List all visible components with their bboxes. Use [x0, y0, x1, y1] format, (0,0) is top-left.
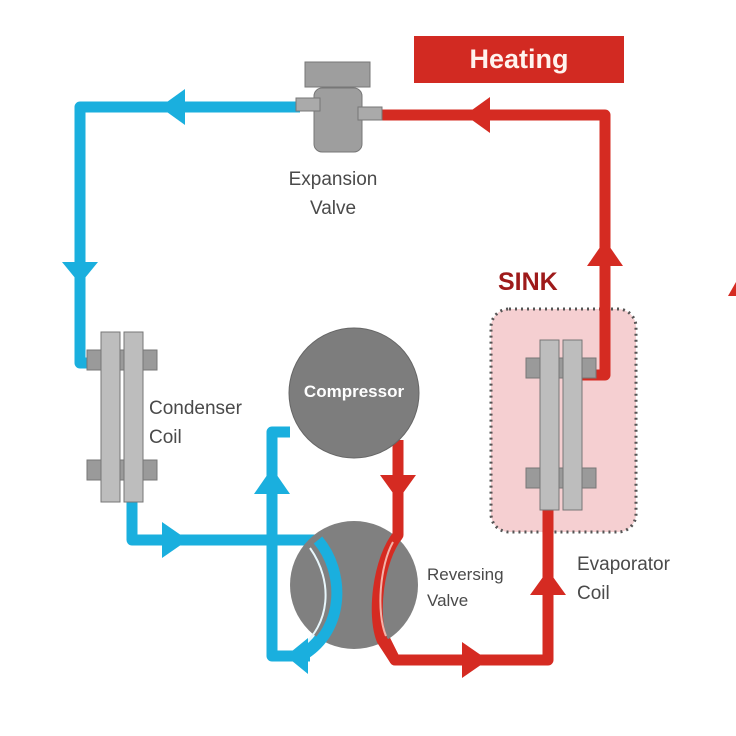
- flow-arrows: [62, 89, 736, 678]
- sink-label: SINK: [498, 268, 558, 296]
- arrow-right-icon: [462, 642, 488, 678]
- reversing-valve-label-line1: Reversing: [427, 565, 504, 584]
- arrow-down-icon: [62, 262, 98, 284]
- expansion-valve: [295, 61, 383, 153]
- arrow-left-icon: [465, 97, 490, 133]
- condenser-coil-label-line1: Condenser: [149, 398, 242, 419]
- condenser-coil-label-line2: Coil: [149, 427, 182, 448]
- compressor-label: Compressor: [303, 382, 405, 401]
- compressor-body: [288, 327, 420, 459]
- expansion-valve-label: Expansion Valve: [274, 165, 392, 223]
- heating-mode-banner: Heating: [414, 36, 624, 83]
- arrow-up-icon: [254, 468, 290, 494]
- reversing-valve-label-line2: Valve: [427, 591, 469, 610]
- reversing-valve-label: Reversing Valve: [427, 562, 504, 614]
- arrow-right-icon: [162, 522, 188, 558]
- condenser-coil-label: Condenser Coil: [149, 394, 242, 452]
- evaporator-coil-label-line1: Evaporator: [577, 554, 670, 575]
- arrow-up-icon: [530, 570, 566, 595]
- evaporator-coil-label-line2: Coil: [577, 583, 610, 604]
- arrow-partial-icon: [728, 282, 736, 296]
- evaporator-coil: [525, 339, 597, 511]
- arrow-down-icon: [380, 475, 416, 500]
- expansion-valve-label-line2: Valve: [309, 198, 357, 219]
- arrow-up-icon: [587, 240, 623, 266]
- expansion-valve-label-line1: Expansion: [288, 169, 378, 190]
- evaporator-coil-label: Evaporator Coil: [577, 550, 670, 608]
- arrow-left-icon: [286, 638, 308, 674]
- arrow-left-icon: [160, 89, 185, 125]
- condenser-coil: [86, 331, 158, 503]
